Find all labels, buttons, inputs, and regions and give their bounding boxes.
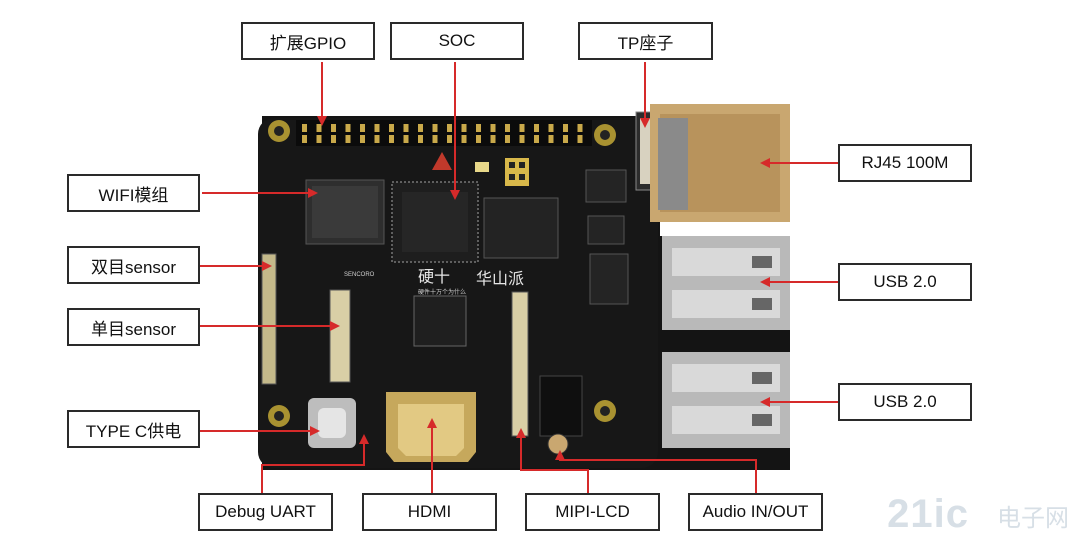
single-sensor-connector <box>329 289 351 383</box>
label-debug-uart: Debug UART <box>198 493 333 531</box>
gpio-pin <box>389 124 394 132</box>
gpio-pin <box>432 135 438 143</box>
gpio-pin <box>476 124 481 132</box>
gpio-pin <box>534 124 539 132</box>
gpio-pin <box>389 135 394 143</box>
arrow-debug-uart <box>261 434 369 493</box>
gpio-pin <box>505 135 510 143</box>
gpio-pin <box>548 135 554 143</box>
gpio-pin <box>374 124 380 132</box>
silk-brand: 硬十 <box>418 267 450 286</box>
gpio-pin <box>418 124 423 132</box>
gpio-pin <box>331 124 336 132</box>
gpio-pin <box>374 135 380 143</box>
gpio-pin <box>403 124 409 132</box>
label-dual-sensor: 双目sensor <box>67 246 200 284</box>
label-single-sensor: 单目sensor <box>67 308 200 346</box>
gpio-pin <box>548 124 554 132</box>
gpio-pin <box>534 135 539 143</box>
gpio-pin <box>563 124 568 132</box>
gpio-pin <box>505 124 510 132</box>
eth-phy-chip <box>585 169 627 203</box>
mipi-lcd-connector <box>511 291 529 437</box>
label-hdmi: HDMI <box>362 493 497 531</box>
gpio-pin <box>331 135 336 143</box>
silk-sensor: SENCORO <box>344 272 375 278</box>
usb-hub-chip <box>589 253 629 305</box>
gpio-pin <box>447 124 452 132</box>
gpio-pin <box>345 135 351 143</box>
gpio-pin <box>418 135 423 143</box>
gpio-pin <box>432 124 438 132</box>
gpio-pin <box>316 124 322 132</box>
gpio-pin <box>461 135 467 143</box>
gpio-pin <box>316 135 322 143</box>
audio-jack <box>539 375 583 437</box>
label-gpio: 扩展GPIO <box>241 22 375 60</box>
gpio-pin <box>360 124 365 132</box>
watermark-logo: 21ic <box>887 492 969 536</box>
gpio-pin <box>476 135 481 143</box>
gpio-header <box>296 120 592 146</box>
label-rj45: RJ45 100M <box>838 144 972 182</box>
gpio-pin <box>563 135 568 143</box>
jumper-block <box>505 158 529 186</box>
gpio-pin <box>302 124 307 132</box>
aux-chip <box>587 215 625 245</box>
arrow-audio <box>555 450 757 493</box>
gpio-pin <box>577 124 583 132</box>
hdmi-chip <box>413 295 467 347</box>
label-tp: TP座子 <box>578 22 713 60</box>
label-mipi-lcd: MIPI-LCD <box>525 493 660 531</box>
gpio-pin <box>577 135 583 143</box>
led <box>475 162 489 172</box>
label-soc: SOC <box>390 22 524 60</box>
arrow-mipi-lcd <box>516 428 589 493</box>
gpio-pin <box>403 135 409 143</box>
gpio-pin <box>519 135 525 143</box>
label-usb-bottom: USB 2.0 <box>838 383 972 421</box>
watermark-sub: 电子网 <box>997 504 1069 532</box>
gpio-pin <box>490 135 496 143</box>
gpio-pin <box>519 124 525 132</box>
gpio-pin <box>360 135 365 143</box>
label-usb-top: USB 2.0 <box>838 263 972 301</box>
silk-product: 华山派 <box>476 269 524 288</box>
label-typec: TYPE C供电 <box>67 410 200 448</box>
gpio-pin <box>447 135 452 143</box>
gpio-pin <box>490 124 496 132</box>
silk-brand-sub: 硬件十万个为什么 <box>418 288 466 296</box>
label-audio: Audio IN/OUT <box>688 493 823 531</box>
gpio-pin <box>302 135 307 143</box>
logo-triangle <box>432 152 452 170</box>
gpio-pin <box>461 124 467 132</box>
memory-chip <box>483 197 559 259</box>
gpio-pin <box>345 124 351 132</box>
dual-sensor-connector <box>261 253 277 385</box>
label-wifi: WIFI模组 <box>67 174 200 212</box>
